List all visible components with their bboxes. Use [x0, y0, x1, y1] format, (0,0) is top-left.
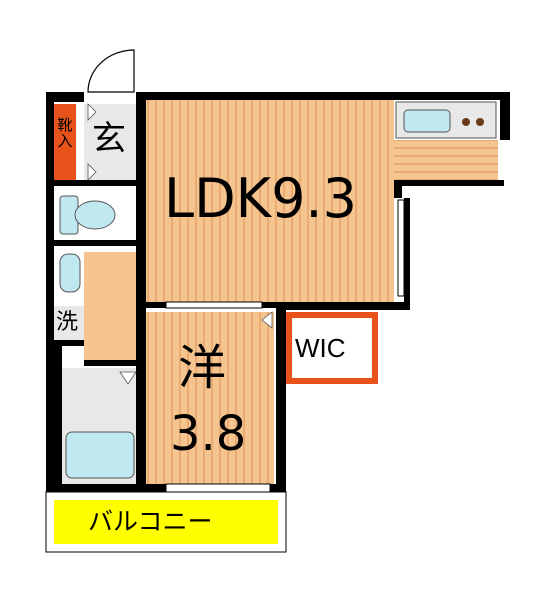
sink-icon [59, 253, 81, 293]
western-room-size: 3.8 [170, 406, 247, 462]
balcony-label: バルコニー [88, 507, 213, 536]
washroom-floor [84, 252, 136, 360]
bathtub-icon [65, 431, 135, 479]
entrance-door [87, 49, 135, 93]
western-room-floor [146, 312, 274, 486]
western-room-kanji: 洋 [178, 340, 227, 396]
ldk-label: LDK9.3 [164, 167, 357, 230]
shoe-storage [54, 104, 76, 180]
entrance-label: 玄 [92, 119, 126, 159]
wic-label: WIC [295, 333, 346, 363]
kitchen-sink-icon [403, 109, 451, 133]
shoe-storage-label: 靴入 [57, 116, 73, 150]
washroom-label: 洗 [56, 310, 79, 335]
ldk-floor [146, 100, 394, 302]
entrance-floor [84, 104, 138, 180]
kitchen-floor [394, 140, 498, 184]
